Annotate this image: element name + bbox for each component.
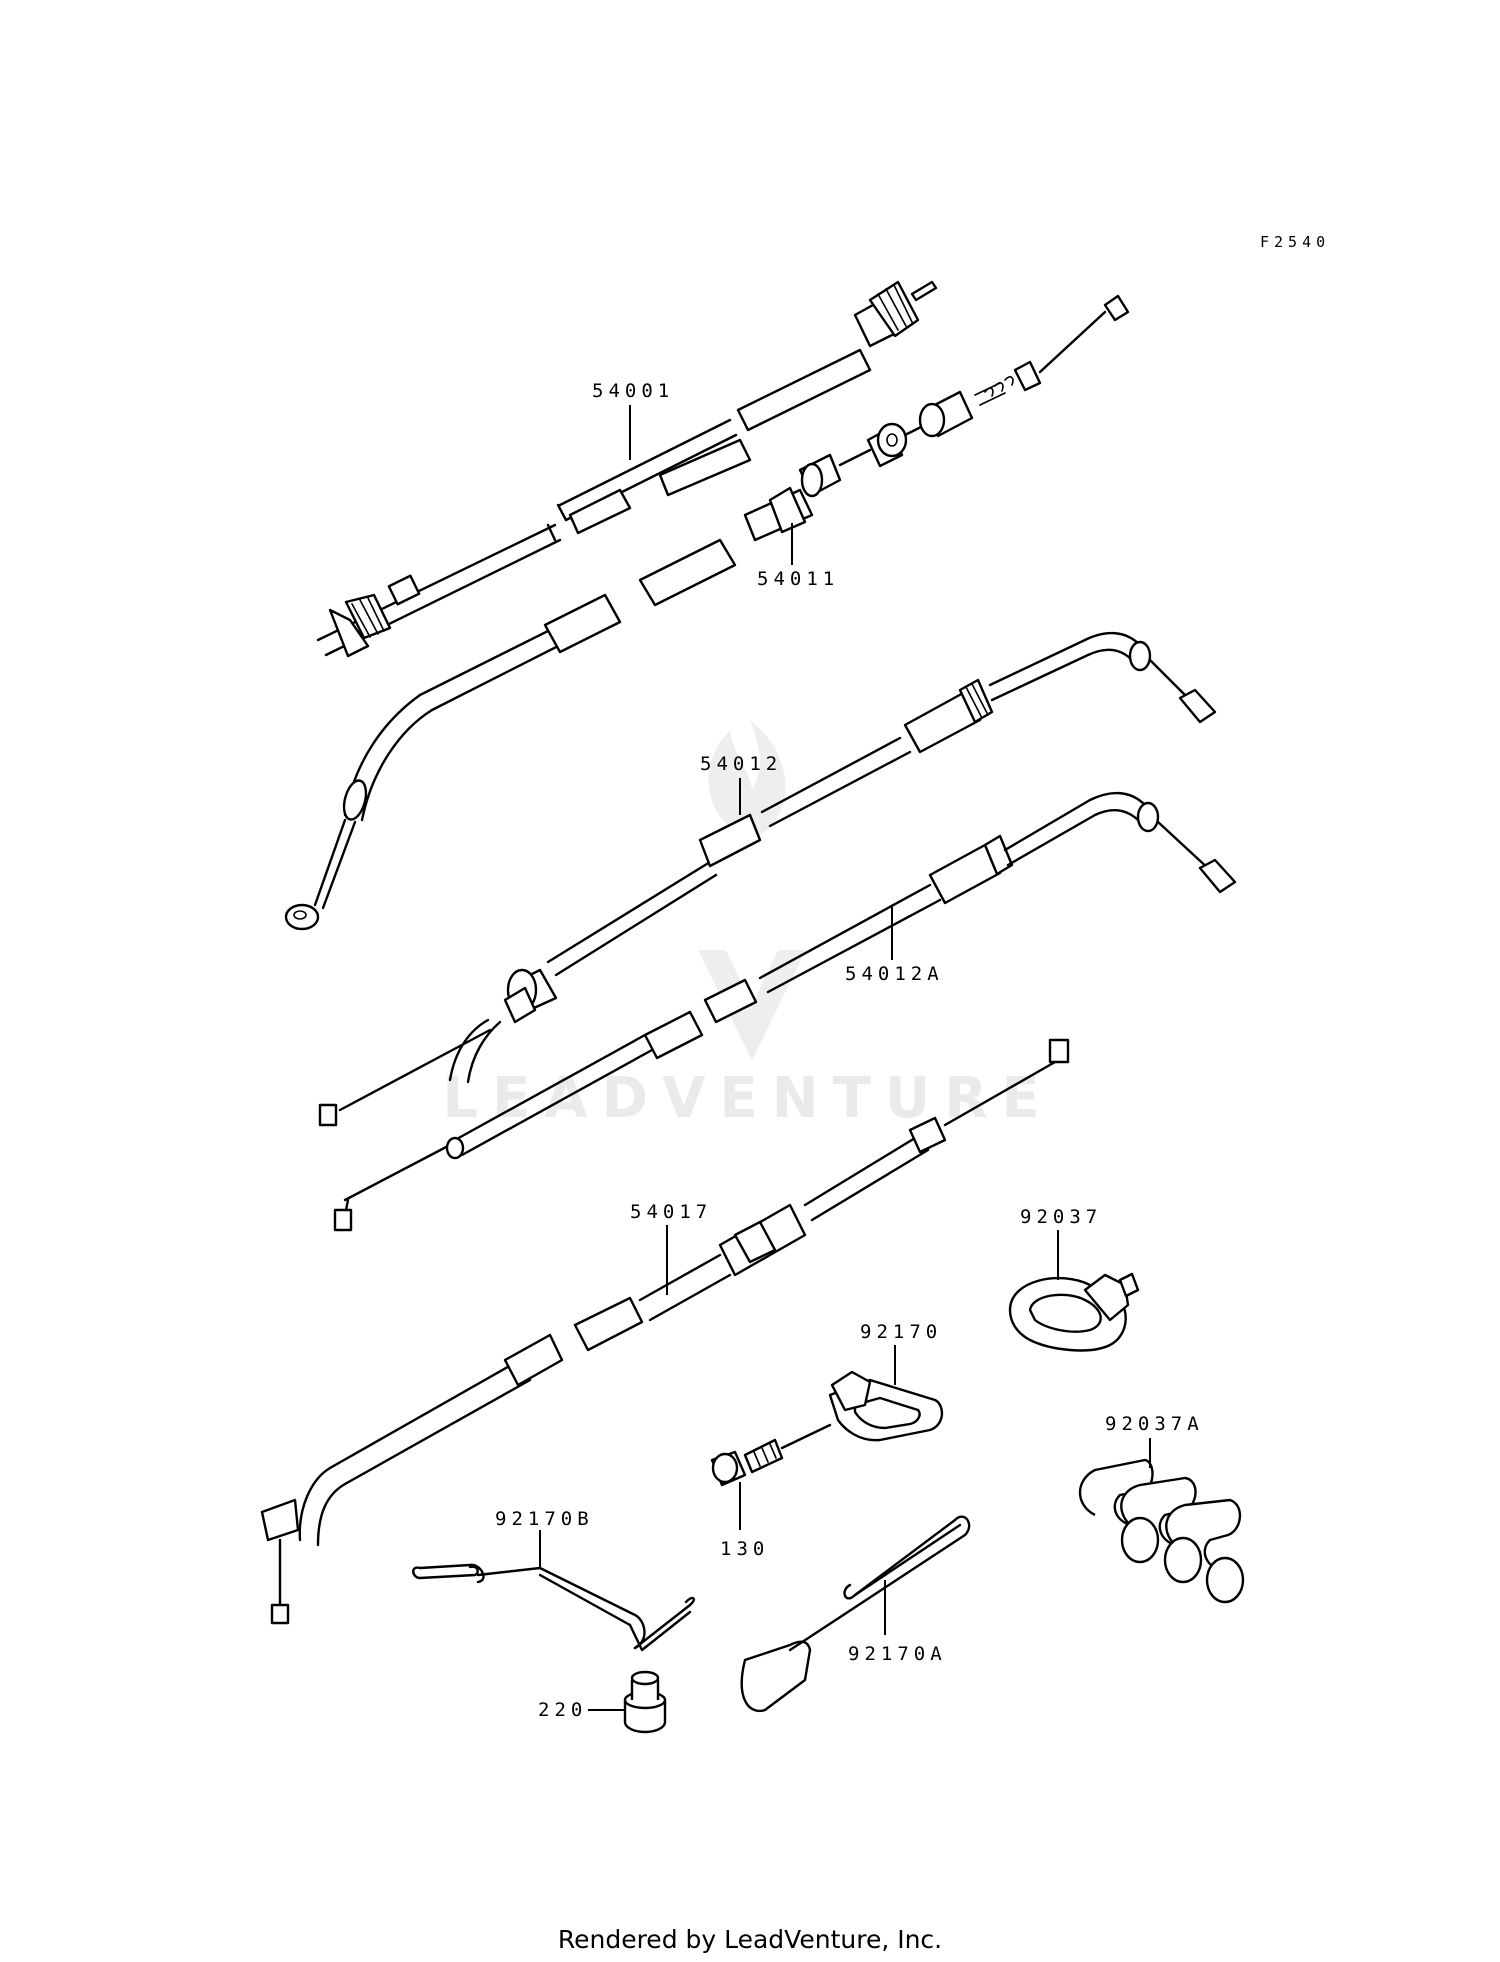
label-54001: 54001 <box>592 380 674 402</box>
figure-code: F2540 <box>1260 233 1330 251</box>
leadventure-watermark: LEADVENTURE <box>442 720 1053 1131</box>
label-130: 130 <box>720 1538 769 1560</box>
grommet-220[interactable] <box>623 1670 667 1734</box>
label-92037A: 92037A <box>1105 1413 1204 1435</box>
footer-credit: Rendered by LeadVenture, Inc. <box>558 1925 942 1954</box>
label-92170B: 92170B <box>495 1508 594 1530</box>
clamp-92037A[interactable] <box>1078 1458 1245 1604</box>
cable-54012[interactable] <box>318 631 1217 1127</box>
cable-54017[interactable] <box>260 1038 1070 1625</box>
label-92170A: 92170A <box>848 1643 947 1665</box>
label-54012A: 54012A <box>845 963 944 985</box>
label-54011: 54011 <box>757 568 839 590</box>
label-54017: 54017 <box>630 1201 712 1223</box>
clamp-92170B[interactable] <box>412 1563 696 1652</box>
label-54012: 54012 <box>700 753 782 775</box>
clamp-92170A[interactable] <box>740 1515 971 1713</box>
cable-54001[interactable] <box>316 280 938 658</box>
clamp-92170[interactable] <box>828 1370 944 1442</box>
label-220: 220 <box>538 1699 587 1721</box>
cable-54012A[interactable] <box>333 791 1237 1232</box>
bolt-130[interactable] <box>710 1423 832 1487</box>
watermark-text: LEADVENTURE <box>442 1066 1053 1131</box>
label-92037: 92037 <box>1020 1206 1102 1228</box>
label-92170: 92170 <box>860 1321 942 1343</box>
cable-54011[interactable] <box>284 294 1130 931</box>
guide-92037[interactable] <box>1008 1272 1140 1352</box>
